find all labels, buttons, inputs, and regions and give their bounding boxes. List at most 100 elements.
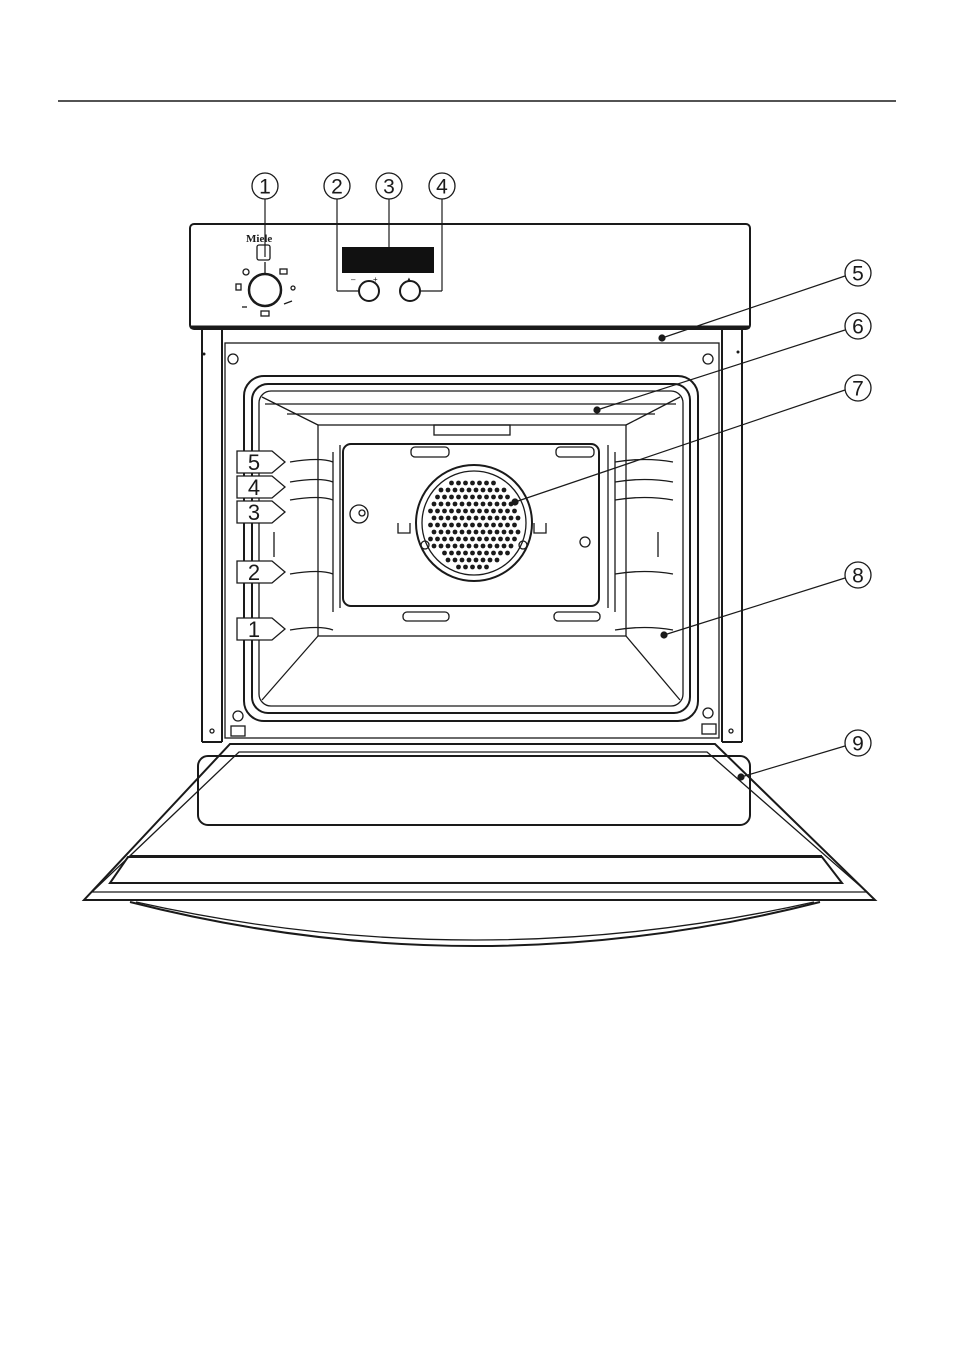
fan-hole [474,516,479,521]
fan-hole [467,502,472,507]
shelf-level-label: 1 [248,617,260,642]
fan-hole [432,502,437,507]
fan-hole [477,495,482,500]
fan-hole [439,516,444,521]
fan-hole [502,516,507,521]
fan-hole [442,537,447,542]
fan-hole [498,495,503,500]
fan-hole [477,509,482,514]
fan-hole [488,544,493,549]
fan-hole [428,509,433,514]
back-panel [343,444,600,621]
fan-hole [463,481,468,486]
shelf-level-5: 5 [237,450,285,475]
callout-4: 4 [429,173,455,199]
fan-hole [477,551,482,556]
fan-hole [453,516,458,521]
fan-hole [495,558,500,563]
fan-hole [442,551,447,556]
fan-hole [495,516,500,521]
fan-hole [495,488,500,493]
fan-hole [453,502,458,507]
fan-hole [435,523,440,528]
fan-hole [449,537,454,542]
fan-hole [463,551,468,556]
fan-hole [460,488,465,493]
callout-3: 3 [376,173,402,199]
function-selector-knob[interactable] [249,274,281,306]
fan-hole [491,523,496,528]
fan-hole [477,537,482,542]
fan-hole [467,516,472,521]
on-off-button[interactable] [257,245,270,260]
shelf-level-label: 4 [248,475,260,500]
shelf-level-label: 3 [248,500,260,525]
fan-hole [505,523,510,528]
fan-hole [435,509,440,514]
fan-hole [512,509,517,514]
fan-hole [474,558,479,563]
fan-hole [505,537,510,542]
fan-hole [456,523,461,528]
fan-hole [432,530,437,535]
fan-hole [484,523,489,528]
fan-hole [446,488,451,493]
shelf-level-3: 3 [237,500,285,525]
control-panel: Miele – + ▲ [190,224,750,329]
fan-hole [481,544,486,549]
fan-hole [505,495,510,500]
fan-hole [502,502,507,507]
brand-logo: Miele [246,233,272,245]
fan-hole [491,537,496,542]
fan-hole [484,565,489,570]
fan-hole [509,544,514,549]
fan-hole [435,495,440,500]
leader-lines [265,199,845,780]
fan-hole [467,530,472,535]
shelf-level-4: 4 [237,475,285,500]
callout-9: 9 [845,730,871,756]
fan-hole [484,551,489,556]
shelf-level-2: 2 [237,560,285,585]
minus-symbol: – [351,275,356,284]
fan-hole [453,544,458,549]
fan-hole [481,530,486,535]
fan-hole [467,488,472,493]
fan-hole [453,530,458,535]
fan-hole [495,502,500,507]
callout-label: 9 [852,733,864,756]
fan-hole [481,558,486,563]
fan-hole [456,565,461,570]
select-button[interactable] [400,281,420,301]
fan-hole [470,509,475,514]
fan-hole [446,558,451,563]
oven-frame [202,330,742,742]
fan-hole [460,516,465,521]
fan-hole [491,495,496,500]
fan-hole [470,565,475,570]
oven-cavity [244,376,698,721]
fan-hole [463,523,468,528]
fan-hole [453,558,458,563]
callout-6: 6 [845,313,871,339]
fan-hole [481,516,486,521]
fan-hole [477,565,482,570]
fan-hole [495,530,500,535]
fan-hole [488,558,493,563]
fan-hole [446,544,451,549]
fan-hole [512,537,517,542]
top-heating-element [434,425,510,435]
fan-hole [505,551,510,556]
callout-label: 5 [852,263,864,286]
minus-plus-button[interactable] [359,281,379,301]
fan-hole [470,537,475,542]
fan-hole [456,551,461,556]
fan-hole [502,488,507,493]
fan-hole [491,509,496,514]
fan-hole [509,530,514,535]
fan-hole [439,502,444,507]
fan-hole [481,502,486,507]
fan-hole [474,530,479,535]
fan-hole [463,537,468,542]
fan-hole [456,509,461,514]
